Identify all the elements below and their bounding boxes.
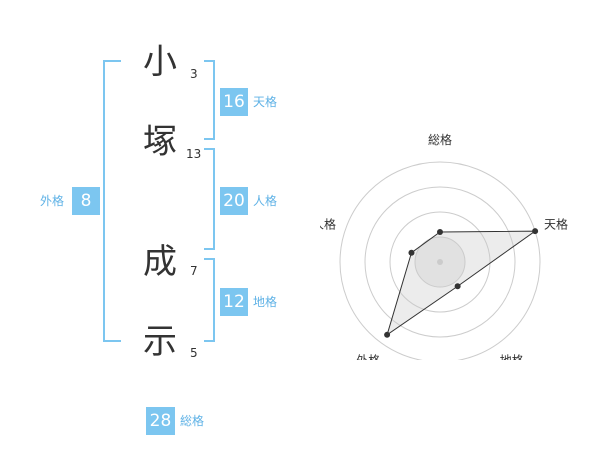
radar-point-2 [532, 228, 539, 235]
stroke-count-2: 13 [186, 147, 202, 161]
name-char-4: 示 [143, 322, 177, 362]
radar-rings [339, 161, 541, 360]
stroke-count-1: 3 [190, 67, 198, 81]
radar-center [437, 259, 443, 265]
radar-point-5 [408, 249, 415, 256]
radar-axis-label-5: 人格 [320, 216, 336, 231]
name-char-1: 小 [143, 42, 177, 82]
soukaku-value: 28 [146, 407, 175, 435]
radar-point-3 [454, 283, 461, 290]
jinkaku-label: 人格 [253, 194, 278, 208]
tenkaku-label: 天格 [253, 95, 278, 109]
stroke-count-4: 5 [190, 346, 198, 360]
radar-point-4 [384, 331, 391, 338]
gaikaku-label: 外格 [40, 194, 65, 208]
name-char-2: 塚 [143, 122, 177, 162]
name-char-3: 成 [143, 242, 177, 282]
radar-axis-labels: 総格天格地格 外格 人格 [320, 132, 568, 360]
stroke-count-3: 7 [190, 264, 198, 278]
tenkaku-value: 16 [220, 88, 248, 116]
radar-axis-label-1: 総格 [428, 132, 452, 147]
radar-ring [364, 186, 516, 338]
soukaku-label: 総格 [180, 414, 205, 428]
jinkaku-value: 20 [220, 187, 248, 215]
radar-axis-label-4: 外格 [356, 353, 380, 360]
radar-ring [339, 161, 541, 360]
radar-points [384, 228, 539, 338]
radar-ring [389, 211, 491, 313]
radar-axis-label-2: 天格 [544, 216, 568, 231]
gaikaku-value: 8 [72, 187, 100, 215]
chikaku-value: 12 [220, 288, 248, 316]
chikaku-label: 地格 [253, 295, 278, 309]
radar-point-1 [437, 229, 443, 235]
radar-chart: 総格天格地格 外格 人格 [320, 132, 568, 360]
radar-axis-label-3: 地格 [500, 353, 524, 360]
radar-series-area [386, 230, 537, 337]
